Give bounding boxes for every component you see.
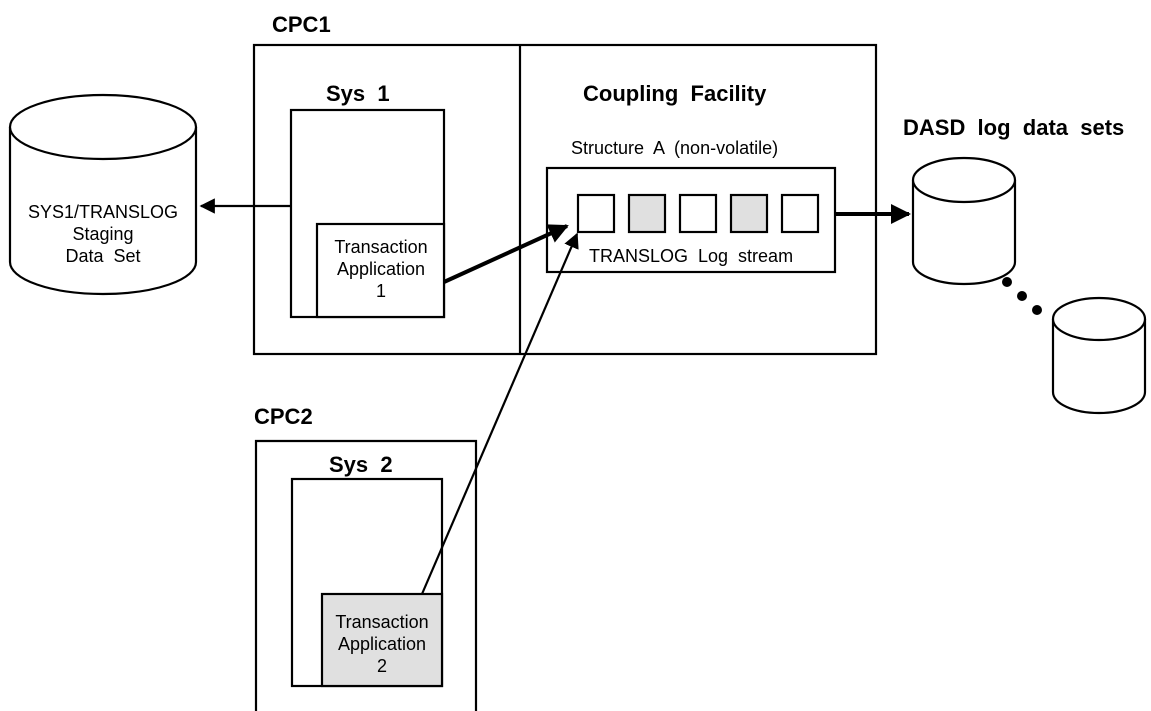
cpc2-box xyxy=(254,439,478,711)
app1-line2: Application xyxy=(337,259,425,279)
app1-line1: Transaction xyxy=(334,237,427,257)
dasd-ellipsis-dots xyxy=(1002,277,1042,315)
log-stream-cell-3 xyxy=(678,193,718,234)
sys2-label: Sys 2 xyxy=(329,452,393,477)
cpc2-label: CPC2 xyxy=(254,404,313,429)
log-stream-label: TRANSLOG Log stream xyxy=(589,246,793,266)
app1-line3: 1 xyxy=(376,281,386,301)
transaction-application-2 xyxy=(320,592,444,688)
coupling-facility-label: Coupling Facility xyxy=(583,81,767,106)
structure-label: Structure A (non-volatile) xyxy=(571,138,778,158)
app2-line3: 2 xyxy=(377,656,387,676)
cpc1-label: CPC1 xyxy=(272,12,331,37)
arrow-app2-to-log-stream xyxy=(420,232,579,595)
sys1-label: Sys 1 xyxy=(326,81,390,106)
dasd-cylinder-2 xyxy=(1051,296,1147,415)
staging-line3: Data Set xyxy=(65,246,140,266)
dasd-label: DASD log data sets xyxy=(903,115,1124,140)
staging-line2: Staging xyxy=(72,224,133,244)
transaction-application-1 xyxy=(315,222,446,319)
staging-data-set-cylinder xyxy=(8,93,198,296)
app2-line2: Application xyxy=(338,634,426,654)
staging-line1: SYS1/TRANSLOG xyxy=(28,202,178,222)
arrow-app1-to-log-stream xyxy=(443,224,569,284)
log-stream-cell-5 xyxy=(780,193,820,234)
log-stream-cell-2 xyxy=(627,193,667,234)
app2-line1: Transaction xyxy=(335,612,428,632)
dasd-cylinder-1 xyxy=(911,156,1017,286)
log-stream-cell-4 xyxy=(729,193,769,234)
log-stream-cell-1 xyxy=(576,193,616,234)
